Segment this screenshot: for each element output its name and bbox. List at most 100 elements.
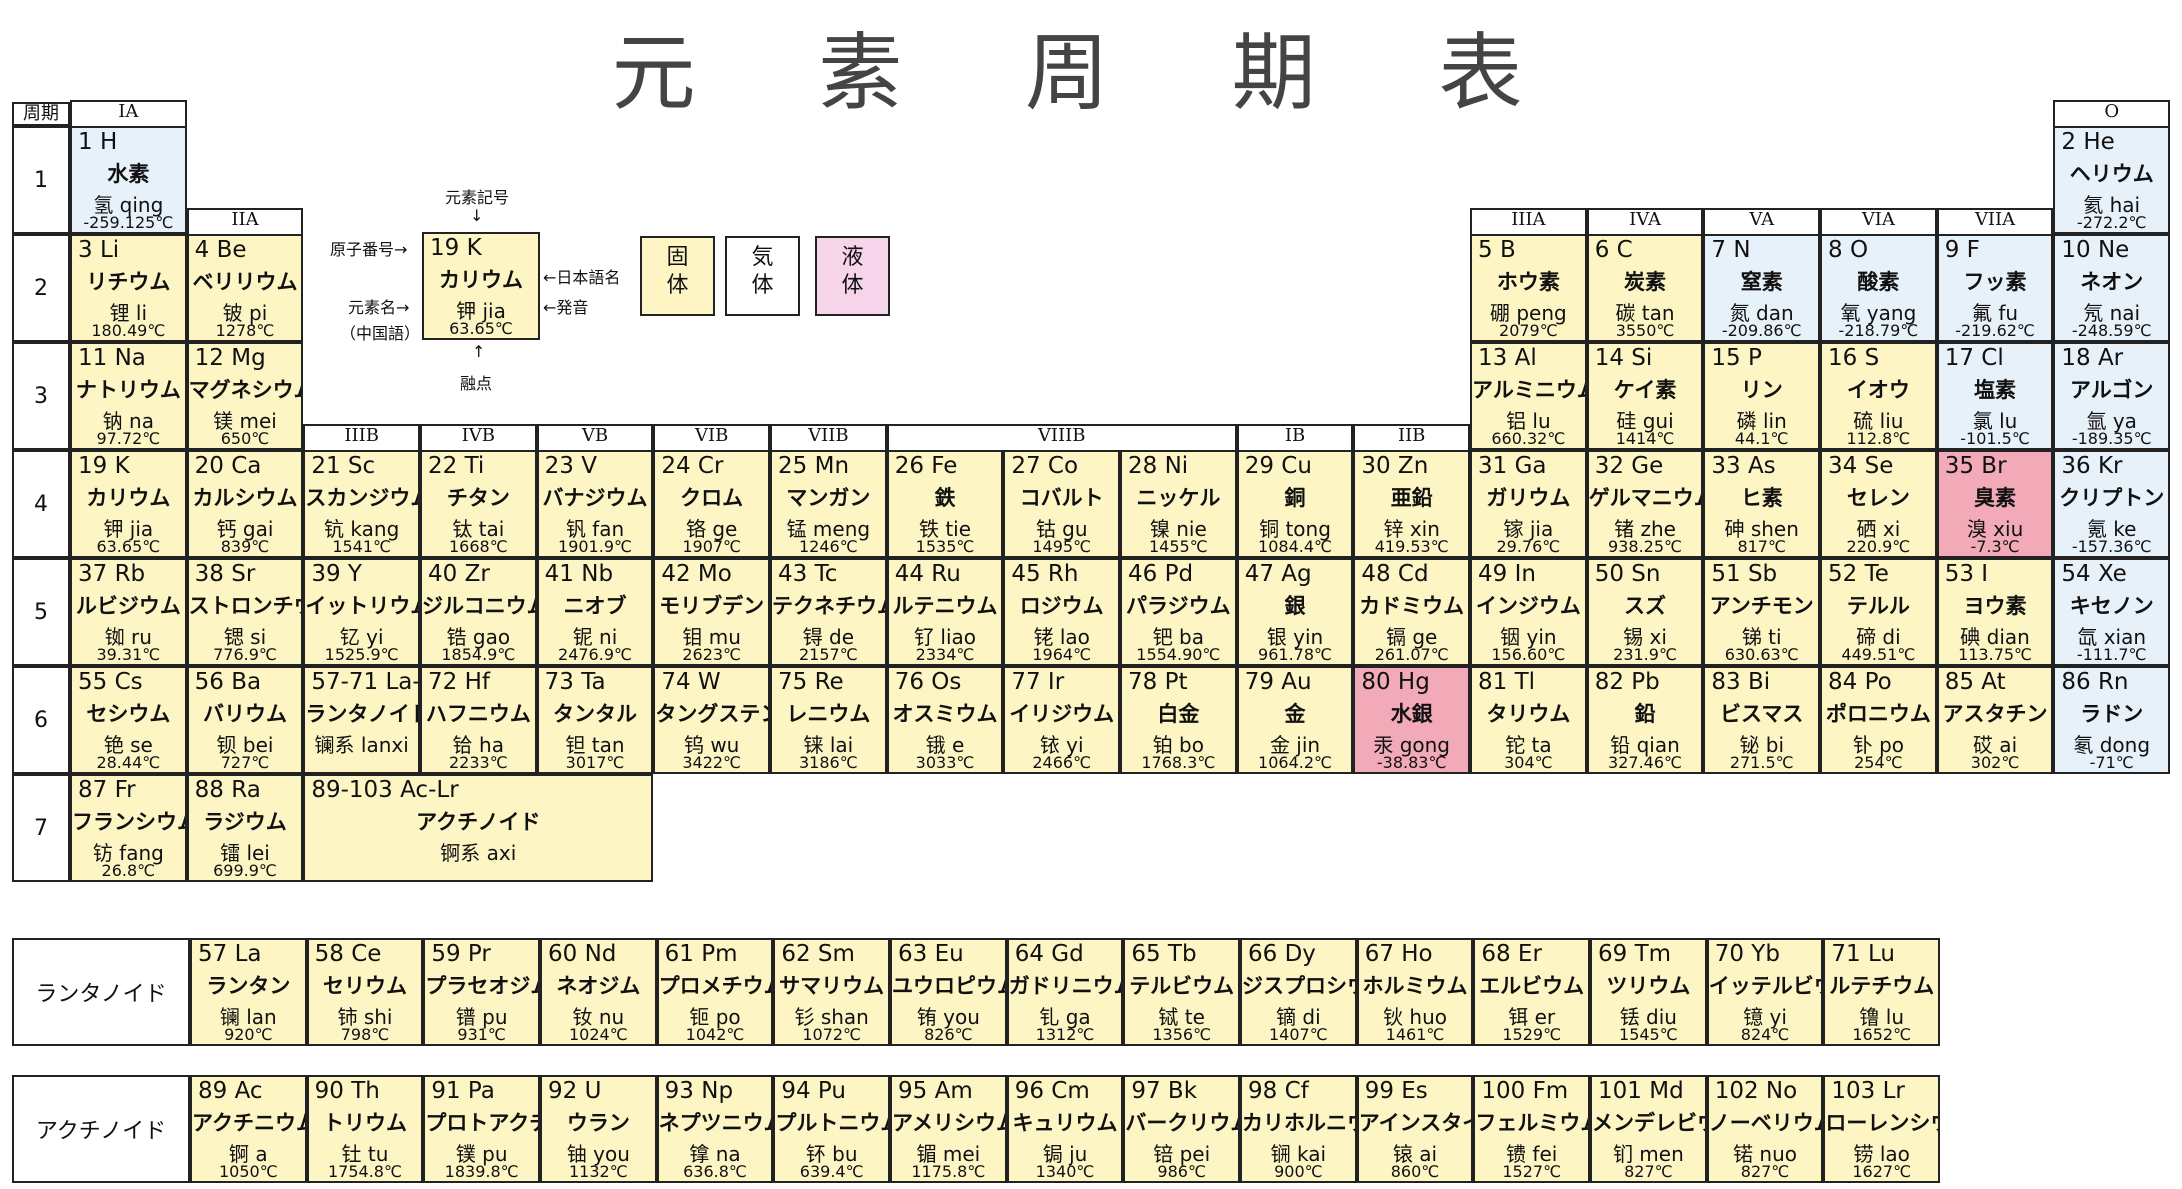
element-melting-point: 1455℃ [1149, 537, 1208, 556]
element-cn-name: 镎 na [689, 1142, 741, 1166]
element-cn-name: 硅 gui [1616, 409, 1674, 433]
element-cn-name: 铪 ha [452, 733, 504, 757]
element-number-symbol: 99 Es [1364, 1078, 1428, 1104]
element-cn-name: 钼 mu [682, 625, 741, 649]
legend-arrow-down: ↓ [470, 206, 484, 225]
element-melting-point: -272.2℃ [2076, 213, 2147, 232]
element-cn-name: 钕 nu [572, 1005, 625, 1029]
element-cn-name: 钋 po [1852, 733, 1905, 757]
element-number-symbol: 41 Nb [544, 561, 614, 587]
legend-name-label-1: 元素名→ [348, 298, 410, 317]
element-number-symbol: 4 Be [194, 237, 247, 263]
group-header: O [2053, 100, 2171, 126]
element-cn-name: 铊 ta [1505, 733, 1552, 757]
element-melting-point: 1175.8℃ [911, 1162, 986, 1181]
element-number-symbol: 67 Ho [1364, 941, 1433, 967]
element-cn-name: 镨 pu [455, 1005, 508, 1029]
element-number-symbol: 68 Er [1481, 941, 1542, 967]
element-jp-name: 水素 [107, 162, 150, 186]
element-jp-name: ナトリウム [75, 378, 181, 402]
element-cn-name: 磷 lin [1736, 409, 1787, 433]
element-number-symbol: 7 N [1711, 237, 1751, 263]
element-melting-point: 639.4℃ [799, 1162, 864, 1181]
element-cn-name: 铋 bi [1739, 733, 1784, 757]
element-melting-point: 112.8℃ [1846, 429, 1911, 448]
element-cn-name: 锎 kai [1270, 1142, 1327, 1166]
element-number-symbol: 21 Sc [311, 453, 376, 479]
element-jp-name: ルテニウム [892, 594, 998, 618]
element-number-symbol: 27 Co [1011, 453, 1079, 479]
element-cn-name: 锝 de [802, 625, 855, 649]
element-melting-point: 28.44℃ [96, 753, 161, 772]
element-jp-name: エルビウム [1479, 974, 1585, 998]
group-header: VB [536, 424, 654, 450]
element-cn-name: 钴 gu [1035, 517, 1088, 541]
element-cn-name: 锑 ti [1741, 625, 1782, 649]
element-jp-name: ラドン [2080, 702, 2144, 726]
element-cn-name: 碲 di [1856, 625, 1901, 649]
element-jp-name: テルビウム [1129, 974, 1235, 998]
element-cn-name: 锰 meng [786, 517, 871, 541]
legend-jp-label: ←日本語名 [543, 268, 621, 287]
element-melting-point: 220.9℃ [1846, 537, 1911, 556]
element-number-symbol: 51 Sb [1711, 561, 1778, 587]
element-number-symbol: 87 Fr [78, 777, 136, 803]
element-melting-point: 1312℃ [1035, 1025, 1095, 1044]
element-number-symbol: 97 Bk [1131, 1078, 1198, 1104]
element-jp-name: プルトニウム [775, 1111, 890, 1135]
element-number-symbol: 53 I [1944, 561, 1989, 587]
element-cn-name: 钛 tai [452, 517, 505, 541]
element-number-symbol: 65 Tb [1131, 941, 1197, 967]
element-jp-name: ジスプロシウム [1242, 974, 1355, 998]
element-jp-name: ネプツニウム [658, 1111, 774, 1135]
element-melting-point: 1545℃ [1619, 1025, 1678, 1044]
element-melting-point: 650℃ [220, 429, 270, 448]
legend-name-label-2: （中国語） [340, 324, 421, 343]
period-label: 5 [12, 558, 70, 666]
element-cn-name: 钚 bu [805, 1142, 858, 1166]
element-melting-point: 3186℃ [799, 753, 858, 772]
element-cn-name: 氖 nai [2083, 301, 2141, 325]
element-jp-name: フェルミウム [1475, 1111, 1591, 1135]
element-melting-point: 39.31℃ [96, 645, 161, 664]
group-header: VIIA [1936, 208, 2054, 234]
element-melting-point: -189.35℃ [2071, 429, 2152, 448]
element-jp-name: タンタル [553, 702, 637, 726]
element-cn-name: 钠 na [102, 409, 154, 433]
group-header: VIIIB [886, 424, 1237, 450]
element-cn-name: 镓 jia [1503, 517, 1554, 541]
element-cn-name: 氪 ke [2086, 517, 2137, 541]
group-header: IB [1236, 424, 1354, 450]
element-cn-name: 钆 ga [1039, 1005, 1091, 1029]
element-melting-point: 1554.90℃ [1136, 645, 1221, 664]
element-melting-point: 26.8℃ [101, 861, 156, 880]
element-number-symbol: 77 Ir [1011, 669, 1065, 695]
element-melting-point: 261.07℃ [1374, 645, 1449, 664]
element-jp-name: バナジウム [542, 486, 648, 510]
element-jp-name: ヨウ素 [1963, 594, 2027, 618]
element-jp-name: 白金 [1157, 702, 1200, 726]
element-jp-name: マグネシウム [188, 378, 304, 402]
element-jp-name: アンチモン [1709, 594, 1814, 618]
element-melting-point: 271.5℃ [1729, 753, 1794, 772]
